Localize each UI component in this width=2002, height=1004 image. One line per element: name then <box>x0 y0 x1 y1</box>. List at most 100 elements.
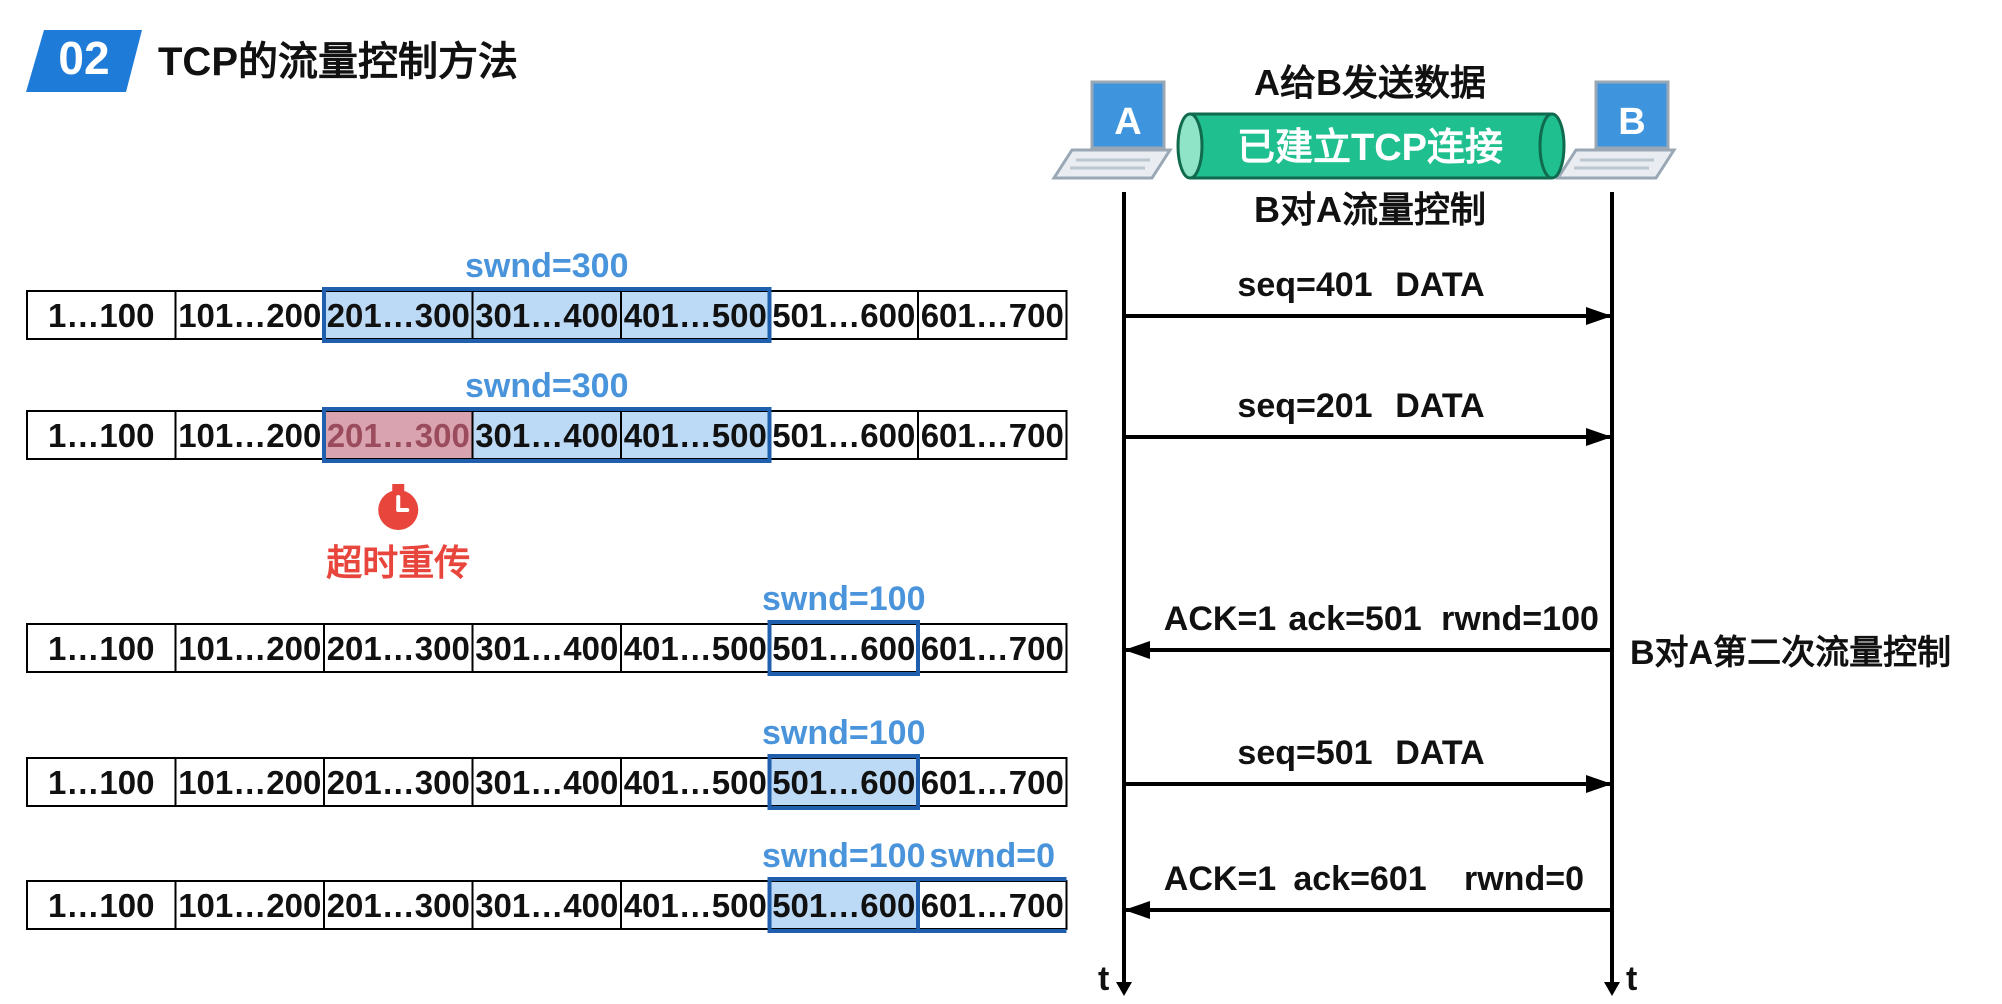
byte-range-label: 301…400 <box>475 417 618 454</box>
byte-range-label: 401…500 <box>624 764 767 801</box>
byte-range-label: 101…200 <box>178 887 321 924</box>
byte-range-label: 101…200 <box>178 764 321 801</box>
byte-range-label: 201…300 <box>327 764 470 801</box>
second-flow-control-label: B对A第二次流量控制 <box>1630 634 1951 672</box>
byte-range-label: 1…100 <box>48 417 154 454</box>
message-field: seq=201 <box>1237 387 1372 425</box>
byte-range-label: 401…500 <box>624 417 767 454</box>
byte-range-label: 501…600 <box>772 887 915 924</box>
message-arrowhead <box>1586 775 1612 793</box>
message-a-to-b: seq=401 DATA <box>1124 266 1612 325</box>
message-arrowhead <box>1586 307 1612 325</box>
message-field: rwnd=0 <box>1464 860 1584 898</box>
host-b-label: B <box>1618 101 1645 143</box>
timeline-b-arrowhead <box>1604 982 1620 996</box>
byte-range-label: 601…700 <box>921 887 1064 924</box>
stopwatch-icon <box>378 484 419 530</box>
header: 02 TCP的流量控制方法 <box>26 30 518 92</box>
timeline-a-arrowhead <box>1116 982 1132 996</box>
byte-range-label: 201…300 <box>327 297 470 334</box>
send-data-label: A给B发送数据 <box>1254 62 1486 103</box>
host-a-label: A <box>1114 101 1141 143</box>
message-field: rwnd=100 <box>1441 600 1599 638</box>
byte-range-label: 301…400 <box>475 297 618 334</box>
message-field: ACK=1 <box>1164 860 1276 898</box>
byte-range-label: 301…400 <box>475 630 618 667</box>
message-field: seq=401 <box>1237 266 1372 304</box>
time-label-a: t <box>1098 960 1109 998</box>
byte-range-label: 201…300 <box>327 630 470 667</box>
byte-range-label: 101…200 <box>178 297 321 334</box>
byte-range-label: 401…500 <box>624 297 767 334</box>
tube-label: 已建立TCP连接 <box>1237 127 1503 169</box>
message-field: seq=501 <box>1237 734 1372 772</box>
byte-range-cell <box>917 290 1068 340</box>
byte-range-label: 601…700 <box>921 630 1064 667</box>
flow-control-label: B对A流量控制 <box>1254 189 1486 230</box>
byte-range-label: 501…600 <box>772 417 915 454</box>
byte-range-cell <box>917 410 1068 460</box>
byte-range-label: 1…100 <box>48 887 154 924</box>
send-window-border <box>322 287 772 343</box>
message-field: DATA <box>1395 387 1484 425</box>
swnd-label: swnd=300 <box>465 367 628 405</box>
byte-range-label: 601…700 <box>921 297 1064 334</box>
send-window-fill <box>769 881 918 929</box>
byte-range-label: 201…300 <box>327 887 470 924</box>
byte-range-label: 101…200 <box>178 630 321 667</box>
tcp-connection-tube: 已建立TCP连接 <box>1176 112 1566 180</box>
send-window-border <box>322 407 772 463</box>
byte-range-label: 101…200 <box>178 417 321 454</box>
byte-range-label: 1…100 <box>48 630 154 667</box>
byte-range-label: 401…500 <box>624 630 767 667</box>
message-field: DATA <box>1395 266 1484 304</box>
send-window-fill <box>769 758 918 806</box>
swnd-label: swnd=100 <box>762 714 925 752</box>
section-number-badge <box>26 30 142 92</box>
message-field: DATA <box>1395 734 1484 772</box>
byte-range-label: 301…400 <box>475 887 618 924</box>
message-field: ack=501 <box>1288 600 1421 638</box>
byte-range-label: 201…300 <box>327 417 470 454</box>
send-window-border <box>767 877 920 933</box>
send-window-border <box>767 754 920 810</box>
byte-range-label: 1…100 <box>48 297 154 334</box>
byte-range-label: 401…500 <box>624 887 767 924</box>
laptop-b-icon: B <box>1555 80 1677 180</box>
message-field: ACK=1 <box>1164 600 1276 638</box>
message-a-to-b: seq=201 DATA <box>1124 387 1612 446</box>
time-label-b: t <box>1626 960 1637 998</box>
send-window-border <box>767 620 920 676</box>
message-arrowhead <box>1586 428 1612 446</box>
retransmit-cell-fill <box>324 411 473 459</box>
message-arrowhead <box>1124 901 1150 919</box>
byte-range-label: 601…700 <box>921 764 1064 801</box>
byte-range-label: 501…600 <box>772 630 915 667</box>
laptop-a-icon: A <box>1051 80 1173 180</box>
swnd-label: swnd=300 <box>465 247 628 285</box>
swnd-label: swnd=0 <box>929 837 1055 875</box>
swnd-label: swnd=100 <box>762 580 925 618</box>
byte-range-label: 501…600 <box>772 764 915 801</box>
swnd-label: swnd=100 <box>762 837 925 875</box>
message-arrowhead <box>1124 641 1150 659</box>
message-field: ack=601 <box>1293 860 1426 898</box>
byte-range-label: 1…100 <box>48 764 154 801</box>
sequence-diagram: A B 已建立TCP连接 A给B发送数据 B对A流量控制 t t <box>1051 62 1677 998</box>
send-window-fill <box>324 291 770 339</box>
byte-range-label: 301…400 <box>475 764 618 801</box>
byte-range-label: 601…700 <box>921 417 1064 454</box>
section-number: 02 <box>58 32 109 84</box>
byte-range-label: 501…600 <box>772 297 915 334</box>
message-b-to-a: ACK=1 ack=601 rwnd=0 <box>1124 860 1612 919</box>
message-a-to-b: seq=501 DATA <box>1124 734 1612 793</box>
